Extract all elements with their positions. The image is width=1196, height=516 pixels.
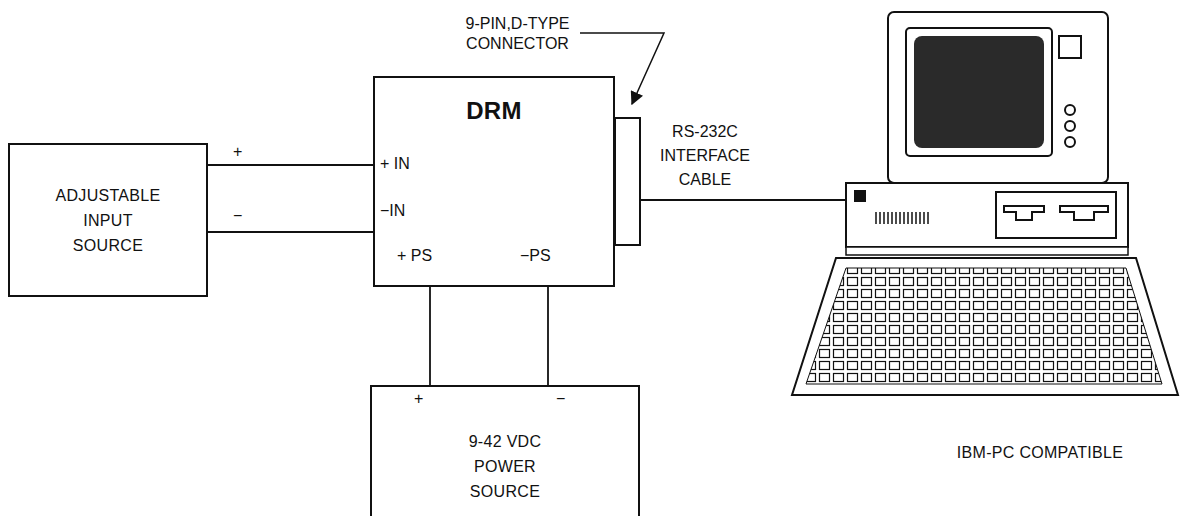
wire (429, 287, 431, 385)
node-text: IBM-PC COMPATIBLE (940, 440, 1140, 465)
vent-slot (919, 212, 921, 224)
power-light (854, 190, 866, 202)
power-switch (1059, 36, 1081, 58)
module-title: DRM (466, 96, 522, 126)
base-rim (846, 247, 1128, 255)
vent-slot (899, 212, 901, 224)
terminal-sign: + (414, 389, 423, 409)
d-connector (615, 118, 640, 245)
terminal-sign: − (556, 389, 565, 409)
terminal-sign: − (233, 206, 242, 226)
vent-slot (927, 212, 929, 224)
system-unit (846, 183, 1128, 247)
vent-slot (875, 212, 877, 224)
vent-slot (887, 212, 889, 224)
screen-bezel (906, 28, 1052, 156)
source-box: ADJUSTABLE INPUT SOURCE (8, 143, 208, 297)
keyboard-keys (806, 268, 1162, 384)
wire (208, 231, 373, 233)
vent-slot (883, 212, 885, 224)
wire (547, 287, 549, 385)
pin-name: + PS (397, 246, 432, 266)
monitor-case (888, 12, 1108, 183)
computer-illustration (846, 12, 1128, 412)
vent-slot (907, 212, 909, 224)
screen (914, 36, 1044, 148)
knob (1065, 137, 1075, 147)
pin-name: −PS (520, 246, 551, 266)
vent-slot (911, 212, 913, 224)
floppy-drive (1004, 206, 1044, 220)
terminal-sign: + (233, 142, 242, 162)
pin-name: + IN (380, 154, 410, 174)
node-text: 9-42 VDC POWER SOURCE (450, 429, 560, 504)
wire (615, 199, 846, 201)
vent-slot (923, 212, 925, 224)
vent-slot (915, 212, 917, 224)
knob (1065, 105, 1075, 115)
keyboard (792, 258, 1178, 395)
vent-slot (879, 212, 881, 224)
floppy-drive (1060, 206, 1108, 220)
vent-slot (903, 212, 905, 224)
computer-node: IBM-PC COMPATIBLE (846, 12, 1128, 495)
vent-slot (895, 212, 897, 224)
wire (208, 164, 373, 166)
vent-slot (891, 212, 893, 224)
callout-text: 9-PIN,D-TYPE CONNECTOR (455, 14, 580, 54)
knob (1065, 121, 1075, 131)
node-text: ADJUSTABLE INPUT SOURCE (48, 183, 168, 258)
cable-label: RS-232C INTERFACE CABLE (645, 120, 765, 192)
drive-bay (996, 192, 1116, 238)
power-box: 9-42 VDC POWER SOURCE (370, 385, 640, 516)
pin-name: −IN (380, 201, 405, 221)
